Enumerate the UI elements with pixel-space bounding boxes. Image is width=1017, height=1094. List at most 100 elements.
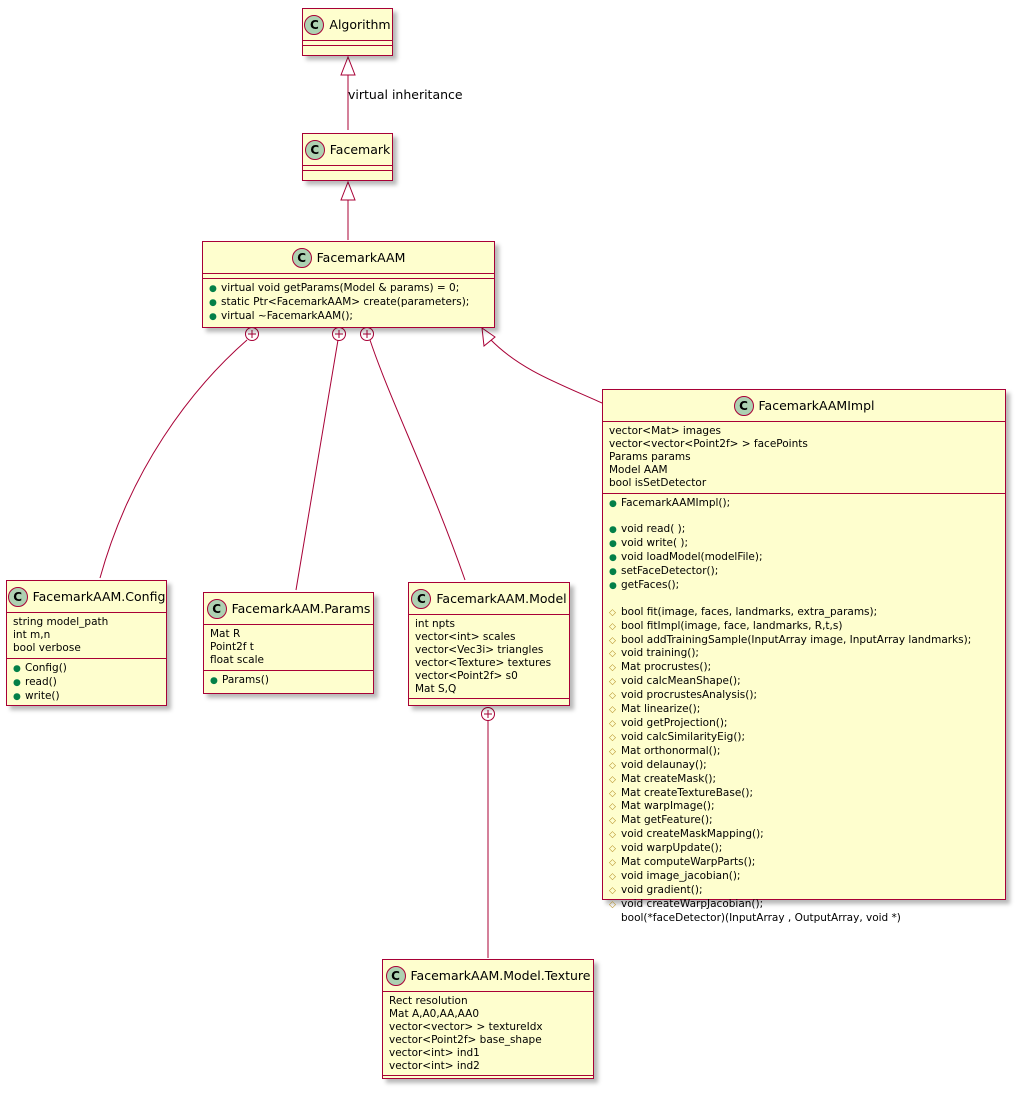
member-text: int m,n: [13, 628, 51, 641]
fields-section: [203, 274, 494, 279]
member-row: ●static Ptr<FacemarkAAM> create(paramete…: [209, 296, 488, 310]
member-text: getFaces();: [621, 578, 680, 591]
class-header: C Facemark: [303, 134, 392, 166]
member-text: Mat createMask();: [621, 772, 717, 785]
member-text: string model_path: [13, 616, 109, 628]
member-row: ◇void calcMeanShape();: [609, 675, 999, 689]
public-visibility-icon: ●: [609, 567, 617, 578]
member-row: float scale: [210, 654, 367, 667]
class-badge-icon: C: [385, 965, 406, 986]
methods-section: ●FacemarkAAMImpl();●void read( );●void w…: [603, 494, 1005, 928]
member-row: bool verbose: [13, 642, 160, 655]
member-text: void write( );: [621, 537, 689, 550]
public-visibility-icon: ●: [209, 297, 217, 308]
member-text: Mat linearize();: [621, 703, 701, 716]
member-text: Mat computeWarpParts();: [621, 856, 756, 869]
class-badge-icon: C: [291, 247, 312, 268]
class-header: C FacemarkAAMImpl: [603, 390, 1005, 422]
class-name: FacemarkAAM: [316, 250, 406, 265]
member-row: ◇void warpUpdate();: [609, 842, 999, 856]
class-badge-icon: C: [733, 395, 754, 416]
class-badge-icon: C: [304, 14, 325, 35]
member-text: vector<int> ind2: [389, 1059, 480, 1072]
member-row: vector<Point2f> base_shape: [389, 1034, 587, 1047]
public-visibility-icon: ●: [609, 553, 617, 564]
member-text: vector<Point2f> s0: [415, 669, 518, 682]
class-header: C FacemarkAAM: [203, 242, 494, 274]
protected-visibility-icon: ◇: [609, 705, 616, 716]
public-visibility-icon: ●: [209, 311, 217, 322]
protected-visibility-icon: ◇: [609, 607, 616, 618]
member-row: [609, 593, 999, 606]
member-row: bool(*faceDetector)(InputArray , OutputA…: [609, 912, 999, 925]
member-row: vector<vector<Point2f> > facePoints: [609, 438, 999, 451]
member-text: virtual void getParams(Model & params) =…: [221, 282, 460, 294]
member-text: Config(): [25, 661, 67, 674]
member-text: Params(): [222, 673, 269, 686]
member-text: Model AAM: [609, 463, 668, 476]
public-visibility-icon: ●: [609, 539, 617, 550]
member-row: ●virtual void getParams(Model & params) …: [209, 282, 488, 296]
member-text: Mat orthonormal();: [621, 744, 721, 757]
class-name: Algorithm: [329, 17, 391, 32]
member-text: void createWarpJacobian();: [621, 897, 764, 910]
member-text: void createMaskMapping();: [621, 828, 764, 841]
protected-visibility-icon: ◇: [609, 621, 616, 632]
member-row: Mat A,A0,AA,AA0: [389, 1008, 587, 1021]
member-row: ● virtual ~FacemarkAAM();: [209, 310, 488, 324]
member-text: Point2f t: [210, 640, 254, 653]
member-row: ◇Mat warpImage();: [609, 800, 999, 814]
methods-section: [383, 1076, 593, 1080]
class-badge-icon: C: [206, 598, 227, 619]
member-text: void gradient();: [621, 883, 703, 896]
class-name: FacemarkAAM.Model: [436, 591, 567, 606]
class-facemark: C Facemark: [302, 133, 393, 181]
member-row: ◇Mat computeWarpParts();: [609, 856, 999, 870]
member-row: ◇bool addTrainingSample(InputArray image…: [609, 634, 999, 648]
member-text: vector<Point2f> base_shape: [389, 1033, 542, 1046]
member-text: virtual ~FacemarkAAM();: [221, 309, 353, 322]
protected-visibility-icon: ◇: [609, 635, 616, 646]
member-text: Mat warpImage();: [621, 800, 715, 813]
member-text: vector<int> scales: [415, 630, 516, 643]
protected-visibility-icon: ◇: [609, 844, 616, 855]
member-row: vector<int> ind2: [389, 1060, 587, 1073]
member-row: ◇void gradient();: [609, 884, 999, 898]
protected-visibility-icon: ◇: [609, 788, 616, 799]
fields-section: [303, 41, 392, 46]
member-text: void delaunay();: [621, 758, 707, 771]
member-text: Mat A,A0,AA,AA0: [389, 1007, 480, 1020]
methods-section: [303, 46, 392, 50]
generalization-arrowhead: [340, 180, 356, 201]
member-row: vector<vector> > textureIdx: [389, 1021, 587, 1034]
generalization-arrowhead: [340, 55, 356, 76]
member-row: vector<Texture> textures: [415, 657, 563, 670]
protected-visibility-icon: ◇: [609, 663, 616, 674]
protected-visibility-icon: ◇: [609, 871, 616, 882]
class-header: C FacemarkAAM.Model.Texture: [383, 960, 593, 992]
class-name: FacemarkAAM.Model.Texture: [410, 968, 591, 983]
methods-section: ●Params(): [204, 671, 373, 691]
methods-section: ● virtual void getParams(Model & params) …: [203, 279, 494, 327]
protected-visibility-icon: ◇: [609, 691, 616, 702]
protected-visibility-icon: ◇: [609, 830, 616, 841]
methods-section: [303, 171, 392, 175]
class-name: FacemarkAAM.Config: [32, 589, 166, 604]
member-text: void calcSimilarityEig();: [621, 730, 746, 743]
member-row: ◇Mat orthonormal();: [609, 745, 999, 759]
protected-visibility-icon: ◇: [609, 649, 616, 660]
class-name: Facemark: [329, 142, 391, 157]
protected-visibility-icon: ◇: [609, 816, 616, 827]
class-header: C Algorithm: [303, 9, 392, 41]
public-visibility-icon: ●: [609, 525, 617, 536]
member-text: int npts: [415, 618, 455, 630]
protected-visibility-icon: ◇: [609, 899, 616, 910]
member-text: void procrustesAnalysis();: [621, 689, 757, 702]
edge-config-facemarkaam: [99, 339, 248, 579]
member-text: write(): [25, 689, 60, 702]
